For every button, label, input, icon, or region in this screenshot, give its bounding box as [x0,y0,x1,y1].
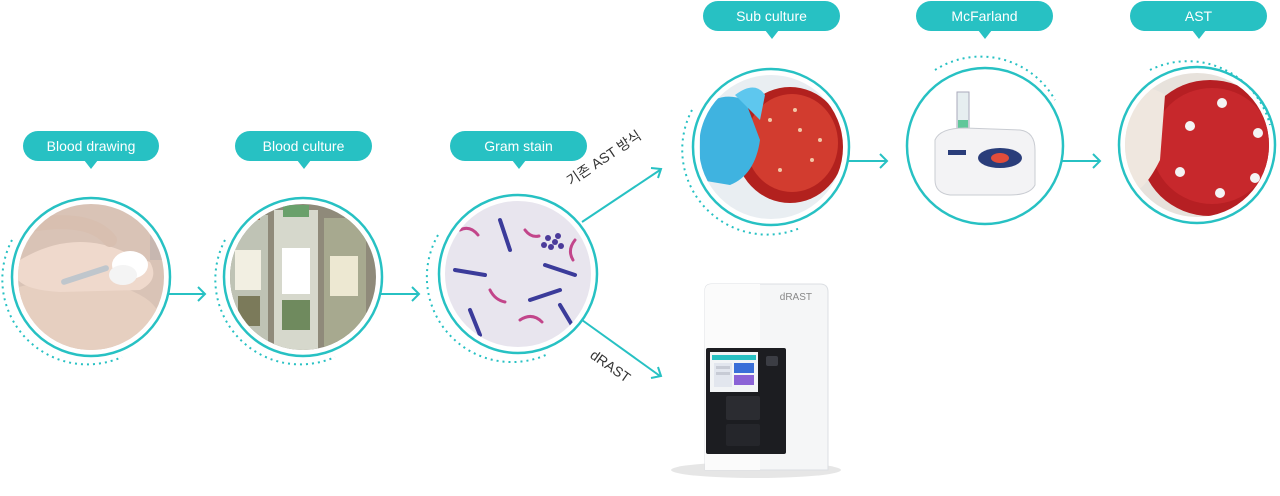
step-label-sub-culture: Sub culture [703,1,840,39]
photo-ring [1117,65,1277,225]
step-sub-culture-photo [681,67,851,236]
photo-ring [905,66,1065,226]
step-label-mcfarland: McFarland [916,1,1053,39]
photo-ring [222,196,384,358]
step-label-ast: AST [1130,1,1267,39]
conventional-path-line [581,169,661,223]
step-label-gram-stain: Gram stain [450,131,587,169]
step-ast-photo [1117,60,1277,225]
photo-ring [437,193,599,355]
step-gram-stain-photo [425,193,599,364]
step-blood-drawing-photo [1,196,172,366]
step-label-blood-drawing: Blood drawing [23,131,159,169]
drast-path-line [581,319,661,377]
photo-ring [691,67,851,227]
drast-instrument: dRAST [671,283,841,478]
device-brand-text: dRAST [780,292,812,303]
photo-ring [10,196,172,358]
step-label-blood-culture: Blood culture [235,131,372,169]
step-mcfarland-photo [905,55,1065,226]
step-blood-culture-photo [214,196,384,366]
